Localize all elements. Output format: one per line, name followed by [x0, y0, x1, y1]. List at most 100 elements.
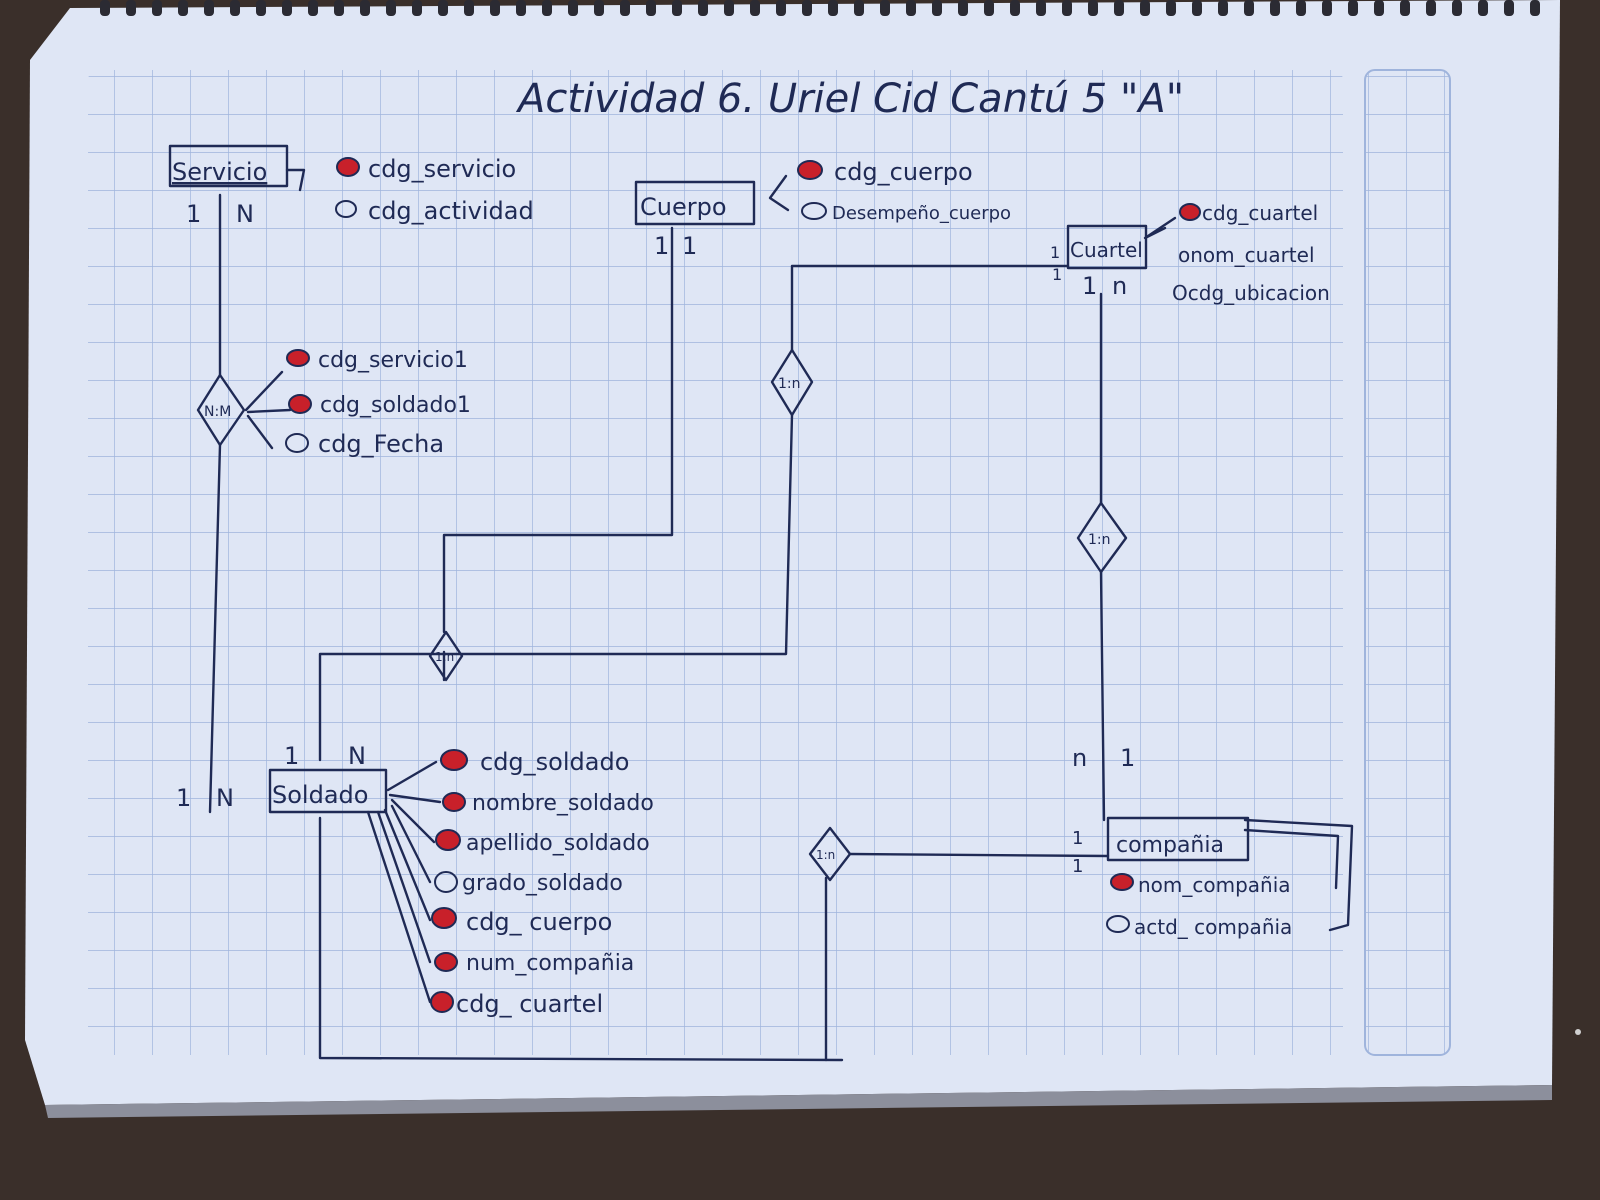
card-compania-1c: 1	[1072, 856, 1083, 877]
attribute-dot	[1106, 915, 1130, 933]
relation-servicio-soldado: N:M	[196, 373, 246, 447]
attr-cdg-cuerpo-fk: cdg_ cuerpo	[466, 908, 612, 936]
spiral-ring	[932, 0, 942, 16]
relation-cuartel-soldado-label: 1:n	[778, 376, 801, 392]
spiral-ring	[984, 0, 994, 16]
spiral-ring	[568, 0, 578, 16]
spiral-ring	[750, 0, 760, 16]
key-attribute-dot	[1110, 873, 1134, 891]
attr-grado-soldado: grado_soldado	[462, 871, 623, 896]
spiral-ring	[1504, 0, 1514, 16]
paper-shadow	[45, 1085, 1552, 1118]
spiral-ring	[282, 0, 292, 16]
spiral-ring	[386, 0, 396, 16]
spiral-ring	[152, 0, 162, 16]
spiral-ring	[100, 0, 110, 16]
relation-cuartel-soldado: 1:n	[770, 348, 814, 417]
attribute-dot	[801, 202, 827, 220]
entity-compania: compañia	[1106, 816, 1250, 862]
page-title: Actividad 6. Uriel Cid Cantú 5 "A"	[515, 76, 1184, 122]
attribute-dot-symbol: O	[1172, 281, 1188, 305]
spiral-ring	[1088, 0, 1098, 16]
entity-servicio-label: Servicio	[172, 158, 267, 186]
spiral-ring	[1478, 0, 1488, 16]
spiral-ring	[906, 0, 916, 16]
spiral-ring	[230, 0, 240, 16]
attribute-dot	[434, 871, 458, 893]
attributes-cuerpo: cdg_cuerpo Desempeño_cuerpo	[797, 158, 1011, 224]
spiral-ring	[1426, 0, 1436, 16]
spiral-ring	[646, 0, 656, 16]
attr-nom-cuartel-text: nom_cuartel	[1190, 243, 1314, 267]
spiral-ring	[1218, 0, 1228, 16]
spiral-ring	[126, 0, 136, 16]
key-attribute-dot	[434, 952, 458, 972]
key-attribute-dot	[288, 394, 312, 414]
relation-cuerpo-soldado-label: 1:n	[435, 650, 454, 664]
card-soldado-1b: 1	[176, 784, 191, 812]
attr-apellido-soldado: apellido_soldado	[466, 831, 650, 856]
relation-compania-soldado: 1:n	[808, 826, 852, 882]
spiral-ring	[204, 0, 214, 16]
relation-compania-soldado-label: 1:n	[816, 848, 835, 862]
attr-cdg-soldado: cdg_soldado	[480, 748, 629, 776]
entity-cuerpo-label: Cuerpo	[640, 193, 727, 221]
spiral-ring	[178, 0, 188, 16]
spiral-ring	[1374, 0, 1384, 16]
key-attribute-dot	[286, 349, 310, 367]
card-cuartel-1a: 1	[1050, 243, 1060, 262]
attr-cdg-fecha: cdg_Fecha	[318, 430, 444, 458]
entity-compania-label: compañia	[1116, 833, 1224, 858]
spiral-ring	[516, 0, 526, 16]
attr-cdg-ubicacion-text: cdg_ubicacion	[1188, 281, 1330, 305]
key-attribute-dot	[440, 749, 468, 771]
card-compania-n: n	[1072, 744, 1087, 772]
spiral-ring	[1322, 0, 1332, 16]
entity-servicio: Servicio	[168, 144, 289, 188]
spiral-ring	[1296, 0, 1306, 16]
entity-soldado: Soldado	[268, 768, 388, 814]
spiral-ring	[802, 0, 812, 16]
attribute-dot	[335, 200, 357, 218]
card-cuerpo-1b: 1	[682, 232, 697, 260]
spiral-ring	[1062, 0, 1072, 16]
key-attribute-dot	[797, 160, 823, 180]
card-servicio-n: N	[236, 200, 254, 228]
spiral-ring	[1036, 0, 1046, 16]
attr-nombre-soldado: nombre_soldado	[472, 791, 654, 816]
attr-cdg-actividad: cdg_actividad	[368, 197, 534, 225]
attr-cdg-cuartel-fk: cdg_ cuartel	[456, 990, 603, 1018]
relation-cuartel-compania-label: 1:n	[1088, 532, 1111, 548]
attr-actd-compania: actd_ compañia	[1134, 915, 1292, 939]
card-servicio-1: 1	[186, 200, 201, 228]
key-attribute-dot	[442, 792, 466, 812]
relation-cuerpo-soldado: 1:n	[428, 630, 464, 682]
attributes-cuartel: cdg_cuartel onom_cuartel Ocdg_ubicacion	[1172, 201, 1330, 305]
cardinality-labels: 1 N 1 1 1 1 1 n 1 N 1 N n 1 1 1	[176, 200, 1135, 877]
spiral-ring	[594, 0, 604, 16]
key-attribute-dot	[435, 829, 461, 851]
spiral-ring	[1270, 0, 1280, 16]
relation-servicio-soldado-label: N:M	[204, 404, 231, 420]
key-attribute-dot	[1179, 203, 1201, 221]
spiral-ring	[464, 0, 474, 16]
attr-desempeno-cuerpo: Desempeño_cuerpo	[832, 203, 1011, 224]
attr-nom-cuartel: onom_cuartel	[1178, 243, 1315, 267]
attr-cdg-soldado1: cdg_soldado1	[320, 393, 471, 418]
attr-cdg-servicio: cdg_servicio	[368, 155, 516, 183]
card-cuartel-n: n	[1112, 272, 1127, 300]
attributes-servicio: cdg_servicio cdg_actividad	[335, 155, 534, 225]
spiral-ring	[724, 0, 734, 16]
card-compania-1b: 1	[1072, 828, 1083, 849]
spiral-ring	[412, 0, 422, 16]
attr-cdg-cuerpo: cdg_cuerpo	[834, 158, 973, 186]
spiral-ring	[1140, 0, 1150, 16]
card-cuerpo-1a: 1	[654, 232, 669, 260]
spiral-binding	[100, 0, 1540, 16]
attr-nom-compania: nom_compañia	[1138, 873, 1291, 897]
spiral-ring	[360, 0, 370, 16]
key-attribute-dot	[431, 907, 457, 929]
spiral-ring	[1244, 0, 1254, 16]
spiral-ring	[438, 0, 448, 16]
spiral-ring	[542, 0, 552, 16]
